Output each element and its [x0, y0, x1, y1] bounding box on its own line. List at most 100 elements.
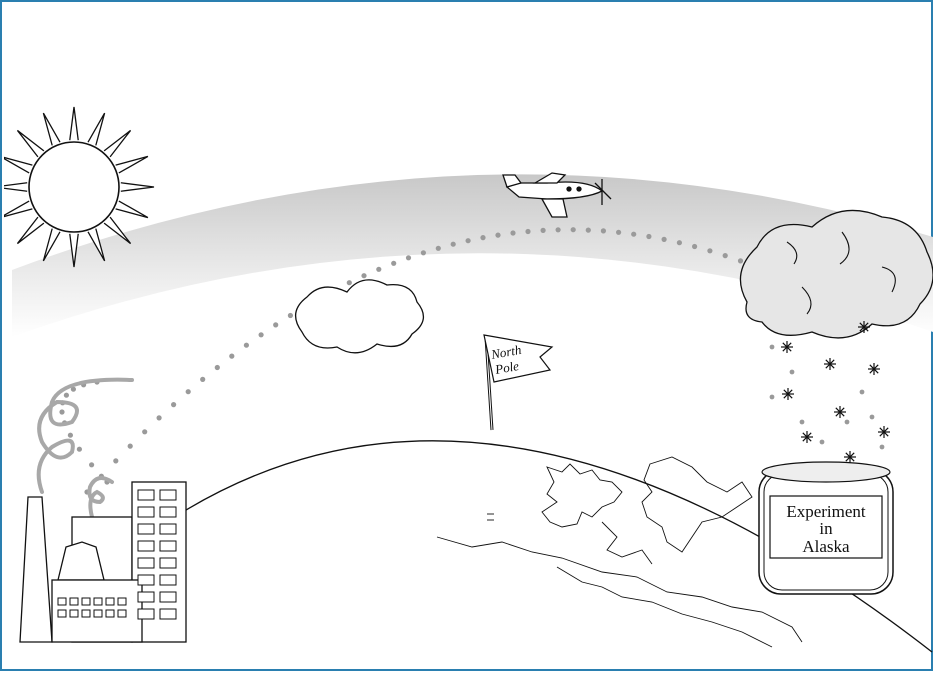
trajectory-dot	[870, 415, 875, 420]
trajectory-dot	[601, 228, 606, 233]
trajectory-dot	[541, 228, 546, 233]
sun-ray	[70, 107, 78, 140]
snowflake-icon	[878, 426, 890, 438]
factory-window	[70, 598, 78, 605]
smoke-plume	[39, 380, 132, 517]
trajectory-dot	[880, 445, 885, 450]
tower-window	[138, 558, 154, 568]
factory-window	[94, 610, 102, 617]
tower-window	[160, 592, 176, 602]
trajectory-dot	[59, 409, 64, 414]
snowflake-icon	[834, 406, 846, 418]
trajectory-dot	[770, 345, 775, 350]
factory-window	[94, 598, 102, 605]
snowflake-icon	[858, 321, 870, 333]
factory-window	[58, 610, 66, 617]
trajectory-dot	[244, 343, 249, 348]
trajectory-dot	[480, 235, 485, 240]
trajectory-dot	[860, 390, 865, 395]
sun-ray	[116, 201, 148, 218]
sun-ray	[17, 130, 43, 156]
snowflake-icon	[801, 431, 813, 443]
tower-window	[160, 524, 176, 534]
trajectory-dot	[142, 429, 147, 434]
sun-ray	[17, 217, 43, 243]
trajectory-dot	[845, 420, 850, 425]
trajectory-dot	[229, 354, 234, 359]
trajectory-dot	[406, 255, 411, 260]
trajectory-dot	[631, 232, 636, 237]
tower-window	[138, 490, 154, 500]
trajectory-dot	[128, 444, 133, 449]
sun-ray	[2, 183, 27, 191]
trajectory-dot	[171, 402, 176, 407]
factory-window	[118, 610, 126, 617]
trajectory-dot	[495, 233, 500, 238]
trajectory-dot	[770, 395, 775, 400]
sun-ray	[121, 183, 154, 191]
trajectory-dot	[571, 227, 576, 232]
trajectory-dot	[556, 227, 561, 232]
tower-window	[138, 592, 154, 602]
factory-window	[106, 598, 114, 605]
trajectory-dot	[586, 228, 591, 233]
tower-window	[160, 507, 176, 517]
factory-window	[106, 610, 114, 617]
snowflake-icon	[781, 341, 793, 353]
trajectory-dot	[790, 370, 795, 375]
trajectory-dot	[391, 261, 396, 266]
factory-window	[70, 610, 78, 617]
trajectory-dot	[273, 322, 278, 327]
snowflake-icon	[868, 363, 880, 375]
sun-ray	[88, 113, 105, 145]
tower-window	[138, 575, 154, 585]
trajectory-dot	[259, 332, 264, 337]
north-pole-flag: North Pole	[484, 335, 552, 430]
alaska-map	[437, 457, 802, 647]
trajectory-dot	[510, 230, 515, 235]
trajectory-dot	[200, 377, 205, 382]
trajectory-dot	[525, 229, 530, 234]
trajectory-dot	[692, 244, 697, 249]
trajectory-dot	[738, 258, 743, 263]
jar-label-line3: Alaska	[802, 537, 850, 556]
trajectory-dot	[89, 462, 94, 467]
trajectory-dot	[288, 313, 293, 318]
trajectory-dot	[68, 433, 73, 438]
trajectory-dot	[347, 280, 352, 285]
tower-window	[138, 609, 154, 619]
trajectory-dot	[376, 267, 381, 272]
trajectory-dot	[361, 273, 366, 278]
tower-window	[160, 558, 176, 568]
trajectory-dot	[723, 253, 728, 258]
tower-window	[160, 575, 176, 585]
sun-ray	[104, 130, 130, 156]
factory-window	[82, 610, 90, 617]
trajectory-dot	[677, 240, 682, 245]
trajectory-dot	[113, 458, 118, 463]
trajectory-dot	[436, 246, 441, 251]
factory-window	[82, 598, 90, 605]
trajectory-dot	[820, 440, 825, 445]
trajectory-dot	[186, 389, 191, 394]
small-cloud-icon	[296, 280, 424, 353]
snowflake-icon	[844, 451, 856, 463]
tower-window	[138, 507, 154, 517]
trajectory-dot	[646, 234, 651, 239]
tower-window	[160, 541, 176, 551]
tower-window	[138, 524, 154, 534]
trajectory-dot	[800, 420, 805, 425]
trajectory-dot	[421, 250, 426, 255]
factory-window	[58, 598, 66, 605]
trajectory-dot	[466, 238, 471, 243]
sun-ray	[116, 156, 148, 173]
tower-window	[138, 541, 154, 551]
trajectory-dot	[451, 242, 456, 247]
snowflake-icon	[782, 388, 794, 400]
jar-label-line2: in	[819, 519, 833, 538]
tower-window	[160, 490, 176, 500]
sun-ray	[2, 201, 32, 218]
trajectory-dot	[157, 415, 162, 420]
